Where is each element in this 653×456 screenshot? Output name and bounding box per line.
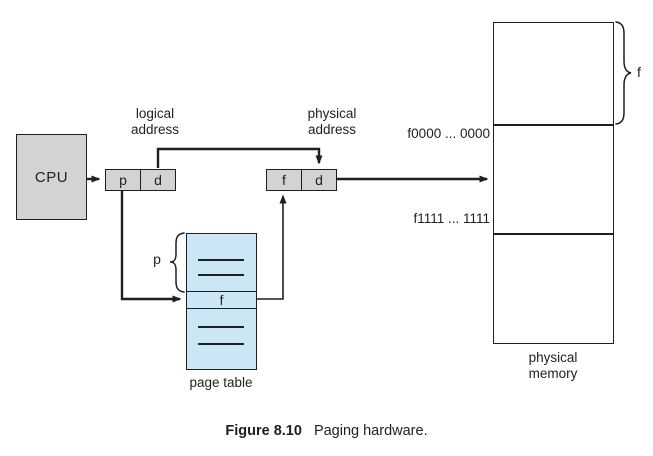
frame-divider xyxy=(494,124,613,126)
page-table: f xyxy=(186,233,257,370)
logical-address-register: p d xyxy=(105,169,176,191)
figure-number: Figure 8.10 xyxy=(225,423,302,439)
wire-p-to-page-table xyxy=(120,191,182,303)
physical-memory-box xyxy=(493,22,614,344)
logical-address-label: logical address xyxy=(130,106,180,137)
frame-brace xyxy=(615,21,632,125)
figure-title: Paging hardware. xyxy=(313,423,428,439)
wire-logical-d-to-physical-d xyxy=(156,147,323,168)
page-table-entry-line xyxy=(198,259,244,261)
wire-page-table-to-physical-f xyxy=(257,194,287,300)
physical-f-cell: f xyxy=(267,170,302,190)
frame-end-address-label: f1111 ... 1111 xyxy=(413,211,490,226)
page-table-entry-line xyxy=(198,343,244,345)
page-table-entry-f-label: f xyxy=(219,292,224,308)
cpu-box: CPU xyxy=(16,134,87,220)
physical-memory-label: physical memory xyxy=(528,350,578,381)
logical-d-cell: d xyxy=(154,172,162,188)
cpu-label: CPU xyxy=(34,168,69,186)
frame-brace-label: f xyxy=(637,64,641,80)
page-index-brace xyxy=(169,232,185,293)
page-table-label: page table xyxy=(189,375,253,390)
physical-address-label: physical address xyxy=(307,106,357,137)
page-table-entry-f: f xyxy=(187,291,256,309)
page-table-entry-line xyxy=(198,326,244,328)
figure-caption: Figure 8.10 Paging hardware. xyxy=(0,423,653,439)
logical-p-cell: p xyxy=(106,170,141,190)
page-table-entry-line xyxy=(198,274,244,276)
page-index-brace-label: p xyxy=(153,251,161,267)
frame-start-address-label: f0000 ... 0000 xyxy=(407,126,490,141)
physical-d-cell: d xyxy=(315,172,323,188)
physical-address-register: f d xyxy=(266,169,337,191)
frame-divider xyxy=(494,233,613,235)
